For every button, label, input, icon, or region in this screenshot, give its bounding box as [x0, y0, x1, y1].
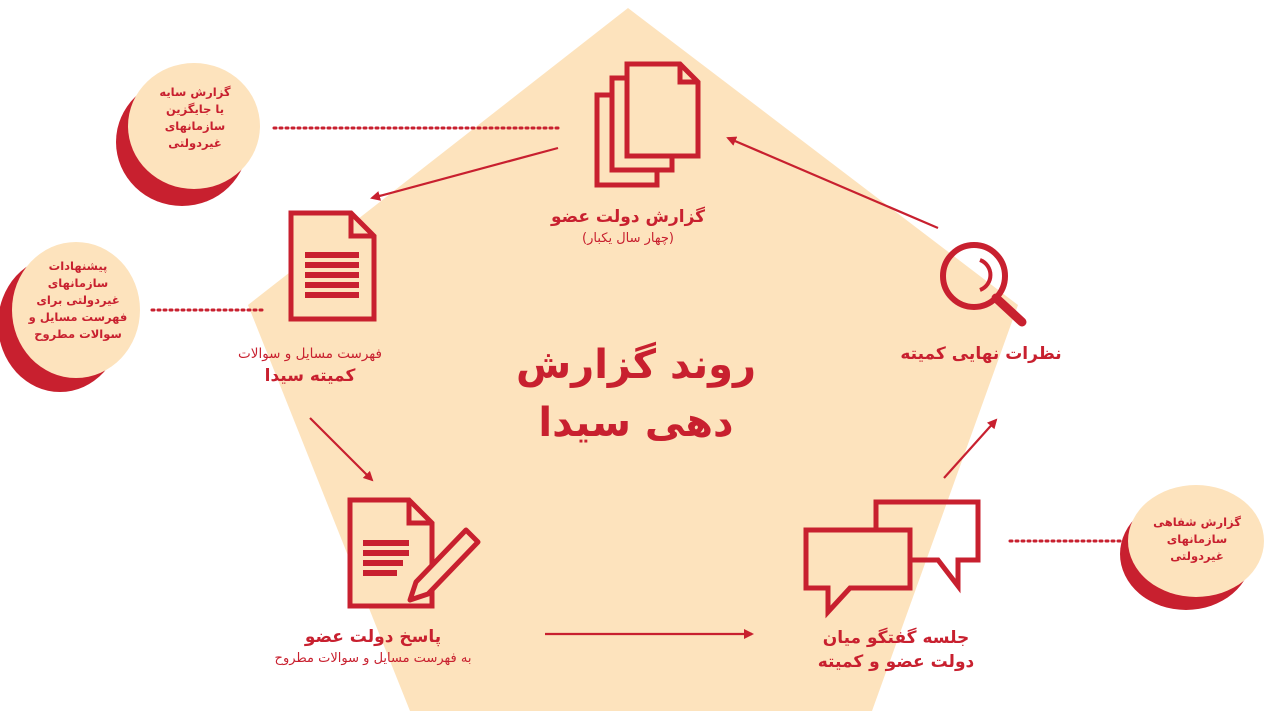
ngo-suggestions-text: پیشنهادات سازمانهای غیردولتی برای فهرست … [14, 258, 142, 343]
ngo-blob-suggestions [0, 242, 140, 392]
document-pen-icon [347, 497, 481, 609]
stage-title: کمیته سیدا [264, 366, 356, 386]
stage-state-response: پاسخ دولت عضو به فهرست مسایل و سوالات مط… [228, 625, 518, 669]
stage-title: پاسخ دولت عضو [304, 627, 442, 647]
arrow-report-to-list [370, 146, 559, 201]
magnifier-icon [940, 242, 1027, 327]
diagram-title-line-2: دهی سیدا [538, 400, 734, 446]
stage-subtitle: فهرست مسایل و سوالات [238, 346, 382, 362]
stage-state-report: گزارش دولت عضو (چهار سال یکبار) [528, 205, 728, 249]
chat-bubbles-icon [803, 499, 981, 619]
blob-line: سازمانهای [1166, 532, 1228, 546]
blob-line: غیردولتی [1170, 549, 1224, 563]
arrow-observations-to-report [726, 136, 939, 230]
stage-committee-list: فهرست مسایل و سوالات کمیته سیدا [200, 344, 420, 388]
diagram-title-line-1: روند گزارش [515, 342, 757, 388]
blob-line: یا جایگزین [165, 102, 225, 116]
documents-icon [594, 61, 701, 188]
blob-line: غیردولتی [168, 136, 222, 150]
stage-final-observations: نظرات نهایی کمیته [866, 342, 1096, 366]
blob-line: گزارش سایه [159, 85, 231, 99]
stage-dialogue: جلسه گفتگو میان دولت عضو و کمیته [786, 626, 1006, 674]
blob-line: سازمانهای [47, 276, 109, 290]
stage-title: نظرات نهایی کمیته [900, 344, 1062, 364]
list-document-icon [288, 210, 377, 322]
blob-line: غیردولتی برای [36, 293, 120, 307]
blob-line: گزارش شفاهی [1153, 515, 1241, 529]
ngo-shadow-report-text: گزارش سایه یا جایگزین سازمانهای غیردولتی [130, 84, 260, 152]
blob-line: فهرست مسایل و [28, 310, 128, 324]
stage-subtitle: به فهرست مسایل و سوالات مطروح [274, 651, 472, 666]
blob-line: پیشنهادات [48, 259, 108, 273]
ngo-oral-report-text: گزارش شفاهی سازمانهای غیردولتی [1132, 514, 1262, 565]
stage-title-line-1: جلسه گفتگو میان [822, 628, 970, 648]
arrow-dialogue-to-observations [943, 418, 998, 479]
stage-subtitle: (چهار سال یکبار) [582, 231, 674, 246]
ngo-blob-shadow-report [116, 63, 260, 206]
arrow-list-to-response [309, 417, 374, 482]
blob-line: سوالات مطروح [34, 327, 122, 341]
stage-title: گزارش دولت عضو [550, 207, 706, 227]
blob-line: سازمانهای [164, 119, 226, 133]
diagram-title: روند گزارش دهی سیدا [436, 336, 836, 452]
stage-title-line-2: دولت عضو و کمیته [817, 652, 975, 672]
ngo-blob-oral-report [1120, 485, 1264, 610]
